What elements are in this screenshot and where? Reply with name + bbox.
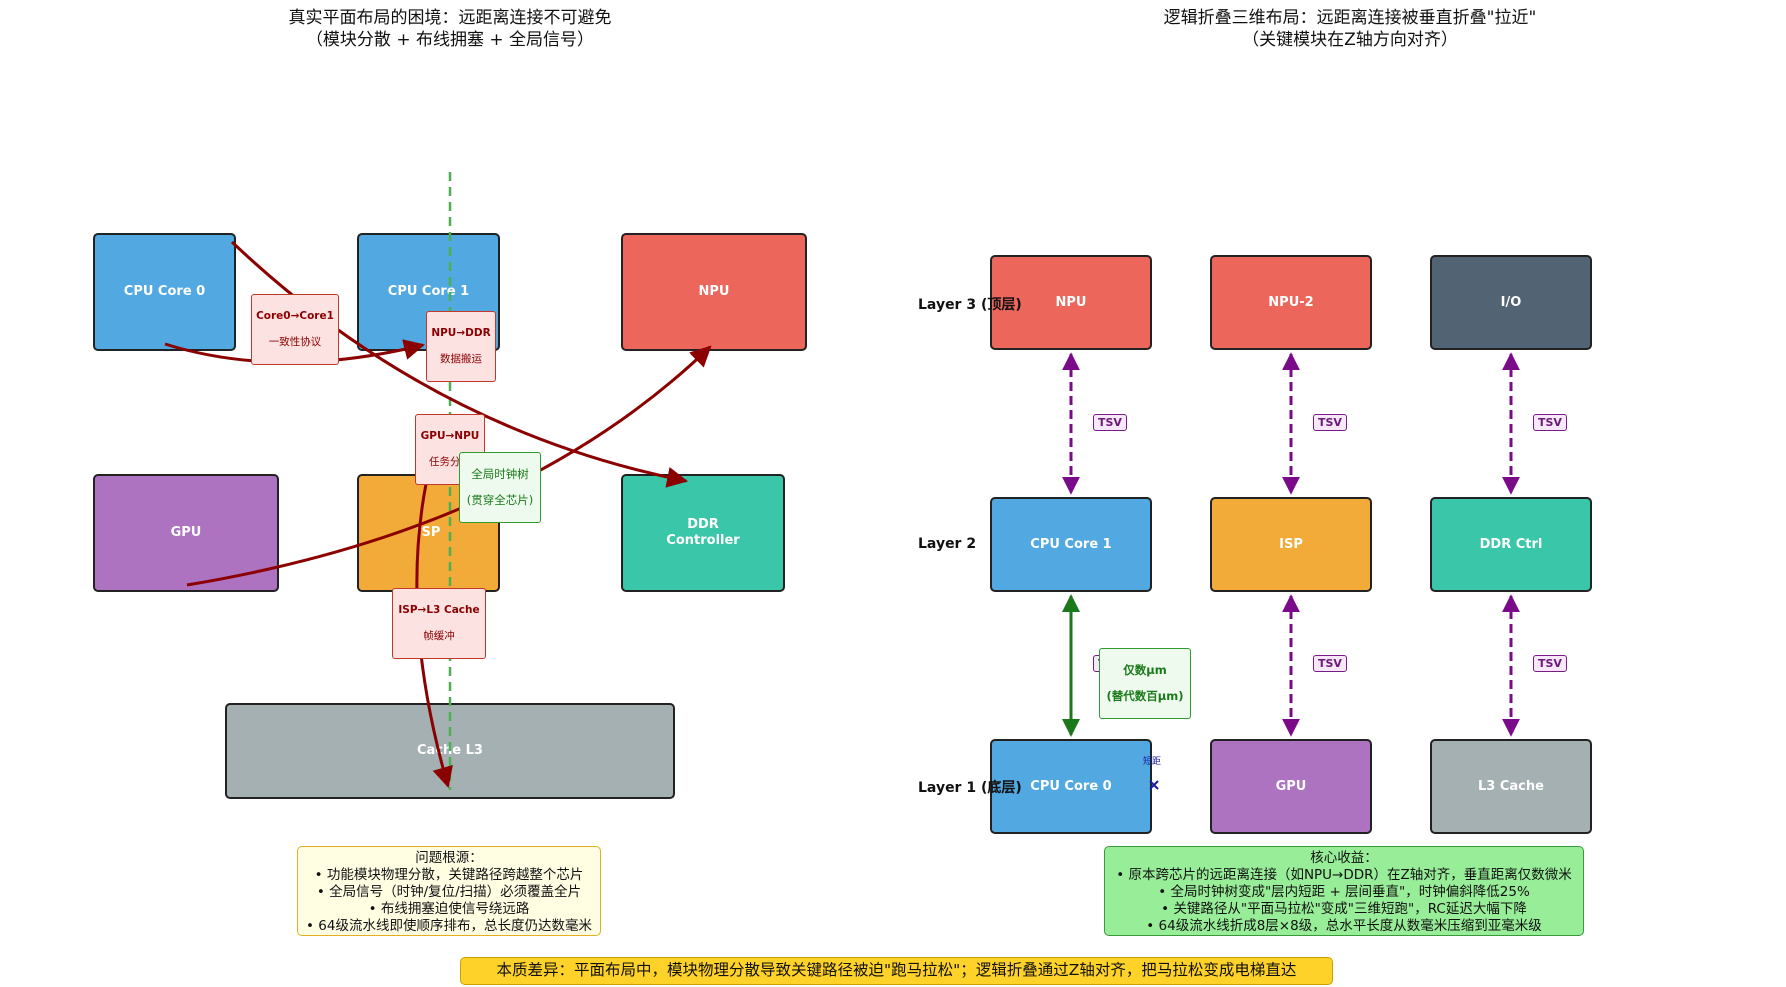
label-global-clock-tree: 全局时钟树 (贯穿全芯片) [459, 452, 541, 523]
right-ddr-ctrl-block: DDR Ctrl [1430, 497, 1592, 592]
right-title: 逻辑折叠三维布局：远距离连接被垂直折叠"拉近" （关键模块在Z轴方向对齐） [1163, 8, 1537, 50]
right-benefit-note: 核心收益： • 原本跨芯片的远距离连接（如NPU→DDR）在Z轴对齐，垂直距离仅… [1104, 846, 1584, 936]
tsv-tag: TSV [1533, 414, 1567, 431]
label-vertical-distance: 仅数μm (替代数百μm) [1099, 648, 1191, 719]
right-l3-cache-block: L3 Cache [1430, 739, 1592, 834]
layer3-label: Layer 3 (顶层) [918, 297, 1022, 313]
layer1-label: Layer 1 (底层) [918, 780, 1022, 796]
right-npu2-block: NPU-2 [1210, 255, 1372, 350]
right-npu-block: NPU [990, 255, 1152, 350]
label-core0-core1: Core0→Core1 一致性协议 [251, 294, 339, 365]
arrow-npu-ddr [230, 240, 689, 488]
layer2-label: Layer 2 [918, 536, 977, 552]
short-distance-label: 短距 [1143, 757, 1162, 767]
right-cpu-core1-block: CPU Core 1 [990, 497, 1152, 592]
right-isp-block: ISP [1210, 497, 1372, 592]
label-npu-ddr: NPU→DDR 数据搬运 [426, 311, 496, 382]
left-title: 真实平面布局的困境：远距离连接不可避免 （模块分散 + 布线拥塞 + 全局信号） [288, 8, 612, 50]
tsv-tag: TSV [1093, 414, 1127, 431]
left-ddr-controller-block: DDR Controller [621, 474, 785, 592]
left-problem-note: 问题根源： • 功能模块物理分散，关键路径跨越整个芯片 • 全局信号（时钟/复位… [297, 846, 601, 936]
label-isp-l3: ISP→L3 Cache 帧缓冲 [392, 588, 486, 659]
bottom-summary-banner: 本质差异：平面布局中，模块物理分散导致关键路径被迫"跑马拉松"；逻辑折叠通过Z轴… [460, 957, 1333, 985]
tsv-tag: TSV [1533, 655, 1567, 672]
left-npu-block: NPU [621, 233, 807, 351]
right-io-block: I/O [1430, 255, 1592, 350]
right-gpu-block: GPU [1210, 739, 1372, 834]
tsv-tag: TSV [1313, 414, 1347, 431]
tsv-tag: TSV [1313, 655, 1347, 672]
left-cpu-core0-block: CPU Core 0 [93, 233, 236, 351]
short-distance-marker [1149, 780, 1159, 790]
right-cpu-core0-block: CPU Core 0 [990, 739, 1152, 834]
